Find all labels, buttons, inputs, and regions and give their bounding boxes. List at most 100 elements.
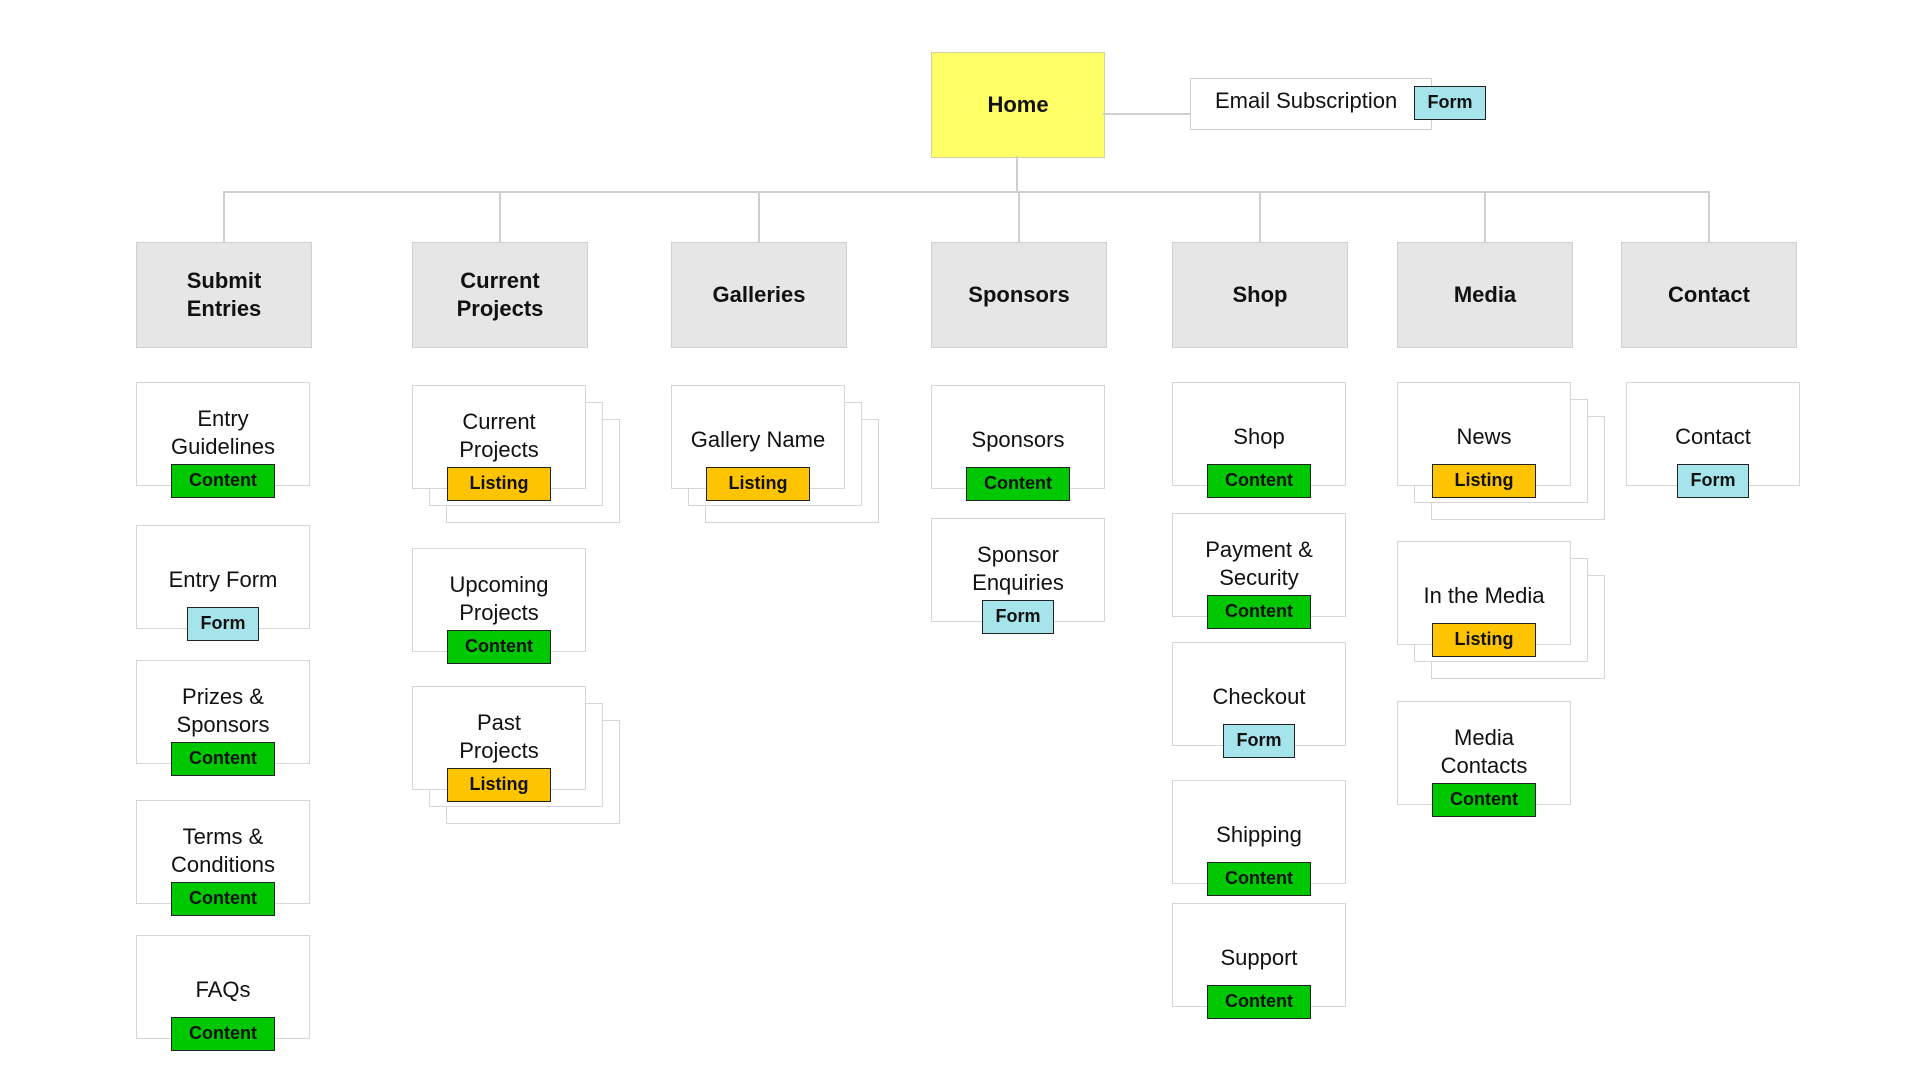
page-type-badge: Form — [982, 600, 1054, 634]
connector-section-2 — [499, 191, 501, 242]
page-title: FAQs — [137, 976, 309, 1004]
home-node: Home — [931, 52, 1105, 158]
page-title: Sponsors — [932, 426, 1104, 454]
page-type-badge: Content — [966, 467, 1070, 501]
section-label-line: Media — [1453, 282, 1517, 307]
page-type-badge: Content — [1207, 862, 1311, 896]
page-title-line: Contacts — [1440, 753, 1528, 778]
page-type-badge: Content — [171, 742, 275, 776]
page-gallery-name: Gallery Name — [671, 385, 845, 489]
section-label-line: Projects — [456, 296, 544, 321]
page-type-badge: Listing — [447, 768, 551, 802]
page-title-line: Enquiries — [972, 570, 1064, 595]
page-contact: Contact — [1626, 382, 1800, 486]
page-shipping: Shipping — [1172, 780, 1346, 884]
page-type-badge: Content — [171, 1017, 275, 1051]
page-title-line: Projects — [459, 738, 539, 763]
page-title-line: Shipping — [1216, 822, 1302, 847]
connector-section-4 — [1018, 191, 1020, 242]
page-title-line: Entry — [197, 406, 249, 431]
home-label: Home — [987, 92, 1049, 117]
page-title-line: In the Media — [1423, 583, 1545, 608]
section-label: Galleries — [713, 281, 806, 309]
page-type-badge: Listing — [1432, 623, 1536, 657]
page-title-line: Sponsors — [176, 712, 270, 737]
page-title-line: Gallery Name — [690, 427, 826, 452]
section-shop: Shop — [1172, 242, 1348, 348]
page-title: In the Media — [1398, 582, 1570, 610]
page-title-line: Payment & — [1205, 537, 1313, 562]
page-title-line: Terms & — [182, 824, 264, 849]
page-title: Checkout — [1173, 683, 1345, 711]
page-type-badge: Form — [187, 607, 259, 641]
page-type-badge: Content — [171, 882, 275, 916]
page-title: News — [1398, 423, 1570, 451]
page-title-line: Upcoming — [449, 572, 549, 597]
page-type-badge: Content — [1207, 595, 1311, 629]
connector-section-1 — [223, 191, 225, 242]
section-label-line: Shop — [1232, 282, 1288, 307]
section-label: Sponsors — [968, 281, 1069, 309]
page-type-badge: Content — [171, 464, 275, 498]
page-title-line: Support — [1220, 945, 1298, 970]
section-label-line: Current — [460, 268, 540, 293]
page-type-badge: Content — [447, 630, 551, 664]
section-galleries: Galleries — [671, 242, 847, 348]
connector-horizontal — [223, 191, 1708, 193]
page-title: Shop — [1173, 423, 1345, 451]
page-type-badge: Content — [1207, 985, 1311, 1019]
connector-section-5 — [1259, 191, 1261, 242]
section-label-line: Submit — [186, 268, 262, 293]
page-title-line: Current — [462, 409, 536, 434]
connector-home-email — [1103, 113, 1190, 115]
page-title-line: Projects — [459, 600, 539, 625]
page-checkout: Checkout — [1172, 642, 1346, 746]
section-label-line: Entries — [186, 296, 262, 321]
page-title-line: Checkout — [1212, 684, 1306, 709]
page-title: Shipping — [1173, 821, 1345, 849]
page-type-badge: Content — [1207, 464, 1311, 498]
page-in-the-media: In the Media — [1397, 541, 1571, 645]
email-subscription-badge: Form — [1414, 86, 1486, 120]
page-title-line: Past — [476, 710, 522, 735]
page-title: Prizes & Sponsors — [137, 683, 309, 739]
page-title-line: Prizes & — [182, 684, 264, 709]
section-label-line: Contact — [1668, 282, 1750, 307]
page-title-line: Shop — [1233, 424, 1285, 449]
section-label: Media — [1454, 281, 1516, 309]
page-title: Gallery Name — [672, 426, 844, 454]
page-type-badge: Listing — [447, 467, 551, 501]
section-label-line: Sponsors — [968, 282, 1070, 307]
section-label: Shop — [1233, 281, 1288, 309]
page-title: Payment & Security — [1173, 536, 1345, 592]
page-type-badge: Listing — [706, 467, 810, 501]
page-title-line: FAQs — [195, 977, 251, 1002]
connector-home-down — [1016, 156, 1018, 192]
section-contact: Contact — [1621, 242, 1797, 348]
page-title: Contact — [1627, 423, 1799, 451]
page-title-line: Sponsor — [977, 542, 1059, 567]
page-title-line: Conditions — [171, 852, 275, 877]
connector-section-6 — [1484, 191, 1486, 242]
page-type-badge: Listing — [1432, 464, 1536, 498]
page-title-line: Guidelines — [171, 434, 275, 459]
section-label: Contact — [1668, 281, 1750, 309]
connector-section-3 — [758, 191, 760, 242]
page-title-line: Media — [1454, 725, 1514, 750]
section-media: Media — [1397, 242, 1573, 348]
page-title-line: Security — [1219, 565, 1299, 590]
page-type-badge: Content — [1432, 783, 1536, 817]
page-title-line: Projects — [459, 437, 539, 462]
section-sponsors: Sponsors — [931, 242, 1107, 348]
page-title: Entry Form — [137, 566, 309, 594]
